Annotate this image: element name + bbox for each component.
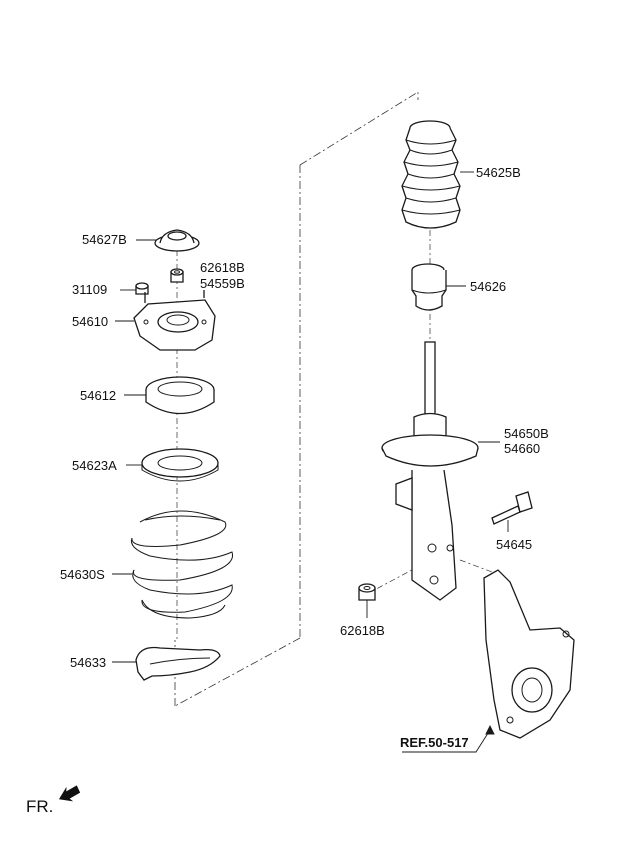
label-54645: 54645 — [496, 537, 532, 552]
label-54625B: 54625B — [476, 165, 521, 180]
label-62618B-top: 62618B — [200, 260, 245, 275]
label-54626: 54626 — [470, 279, 506, 294]
part-54627B-shape — [154, 229, 200, 252]
part-54625B-shape — [401, 120, 461, 229]
label-54630S: 54630S — [60, 567, 105, 582]
part-54633-shape — [135, 646, 221, 681]
label-54612: 54612 — [80, 388, 116, 403]
part-54650B-shape — [381, 341, 479, 601]
part-54626-shape — [411, 263, 447, 311]
part-knuckle-shape — [483, 569, 575, 739]
part-54623A-shape — [141, 448, 219, 482]
label-31109: 31109 — [72, 282, 107, 297]
label-54650B: 54650B — [504, 426, 549, 441]
label-54623A: 54623A — [72, 458, 117, 473]
label-54559B: 54559B — [200, 276, 245, 291]
front-direction-arrow-icon — [58, 785, 81, 802]
part-62618B-bottom-shape — [358, 583, 376, 601]
leader-lines — [112, 171, 509, 753]
part-31109-shape — [135, 282, 149, 295]
part-54612-shape — [145, 376, 215, 415]
part-54630S-shape — [130, 510, 234, 619]
label-62618B-bottom: 62618B — [340, 623, 385, 638]
label-54660: 54660 — [504, 441, 540, 456]
reference-label: REF.50-517 — [400, 735, 469, 750]
part-54610-shape — [133, 290, 216, 351]
label-54610: 54610 — [72, 314, 108, 329]
part-54645-shape — [491, 491, 533, 525]
front-direction-label: FR. — [26, 797, 53, 816]
label-54633: 54633 — [70, 655, 106, 670]
part-62618B-top-shape — [170, 268, 184, 283]
label-54627B: 54627B — [82, 232, 127, 247]
